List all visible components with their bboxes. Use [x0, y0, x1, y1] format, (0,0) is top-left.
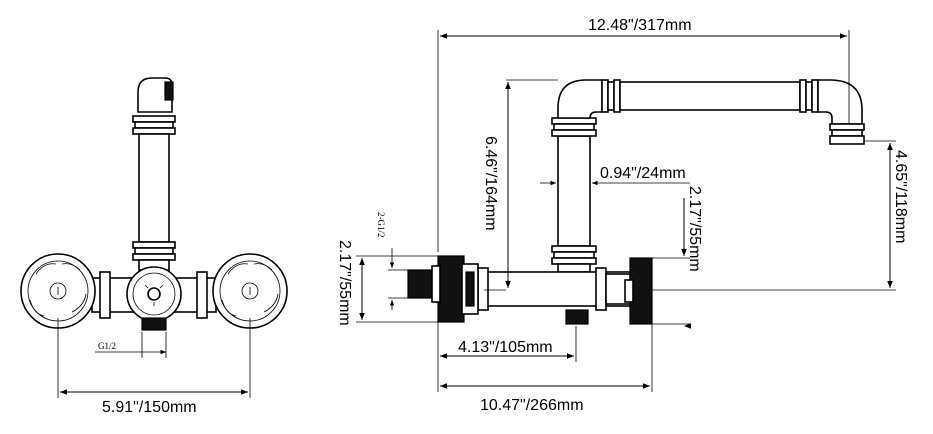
body-length-dimension: 10.47"/266mm [437, 322, 653, 414]
spout-height-label: 6.46"/164mm [482, 136, 499, 231]
front-spout-collar-top-2 [134, 121, 174, 129]
left-handle-dimension: 2.17"/55mm [336, 240, 438, 326]
front-center-hub [147, 287, 161, 301]
side-thread-dimension: 2-G1/2 [376, 212, 408, 310]
overall-length-label: 12.48"/317mm [588, 17, 692, 34]
right-handle-dimension: 2.17"/55mm [652, 186, 703, 326]
side-spout-pipe [557, 135, 591, 247]
side-view [407, 79, 865, 325]
spout-diameter-dimension: 0.94"/24mm [540, 165, 690, 186]
side-bottom-inlet [565, 309, 589, 325]
side-spout-elbow-left [557, 79, 603, 119]
side-spout-elbow-right [817, 79, 863, 125]
outlet-drop-dimension: 4.65"/118mm [652, 140, 909, 291]
front-thread-label: G1/2 [98, 341, 116, 351]
spout-height-dimension: 6.46"/164mm [482, 79, 558, 291]
side-spout-horizontal-pipe [619, 81, 801, 111]
right-handle-label: 2.17"/55mm [686, 186, 703, 272]
front-spout-top-cap [164, 81, 174, 101]
side-thread-label: 2-G1/2 [376, 212, 386, 238]
front-thread-dimension: G1/2 [95, 332, 167, 358]
outlet-drop-label: 4.65"/118mm [892, 150, 909, 243]
front-fitting-left [99, 271, 111, 319]
inlet-offset-dimension: 4.13"/105mm [440, 326, 577, 362]
front-center-valve-inner [132, 272, 176, 316]
front-spout-collar-top [132, 115, 176, 123]
front-spout-collar-bottom-2 [134, 247, 174, 255]
front-spout-pipe [138, 133, 170, 243]
inlet-offset-label: 4.13"/105mm [458, 339, 553, 356]
side-spout-outlet [829, 135, 865, 145]
front-view [20, 77, 288, 331]
front-spout-collar-top-3 [132, 127, 176, 135]
front-spout-collar-bottom [132, 241, 176, 249]
front-fitting-right [196, 271, 208, 319]
body-length-label: 10.47"/266mm [480, 397, 584, 414]
front-inlet [141, 317, 167, 331]
centers-width-label: 5.91"/150mm [102, 399, 197, 416]
side-wall-flange [437, 255, 465, 323]
spout-diameter-label: 0.94"/24mm [600, 165, 686, 182]
left-handle-label: 2.17"/55mm [336, 240, 353, 326]
front-width-dimension: 5.91"/150mm [57, 318, 251, 416]
overall-length-dimension: 12.48"/317mm [437, 17, 850, 252]
front-spout-collar-bottom-3 [132, 253, 176, 261]
